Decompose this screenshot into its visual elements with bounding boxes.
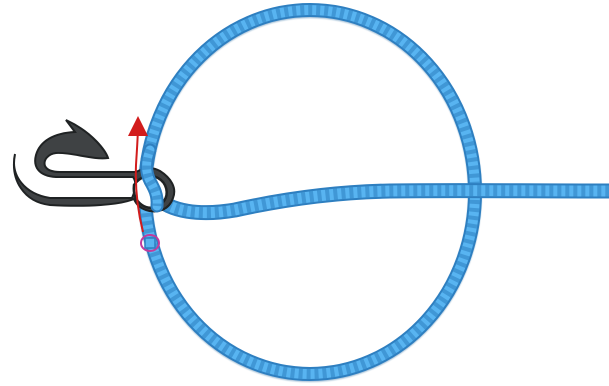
- main-line: [155, 191, 609, 213]
